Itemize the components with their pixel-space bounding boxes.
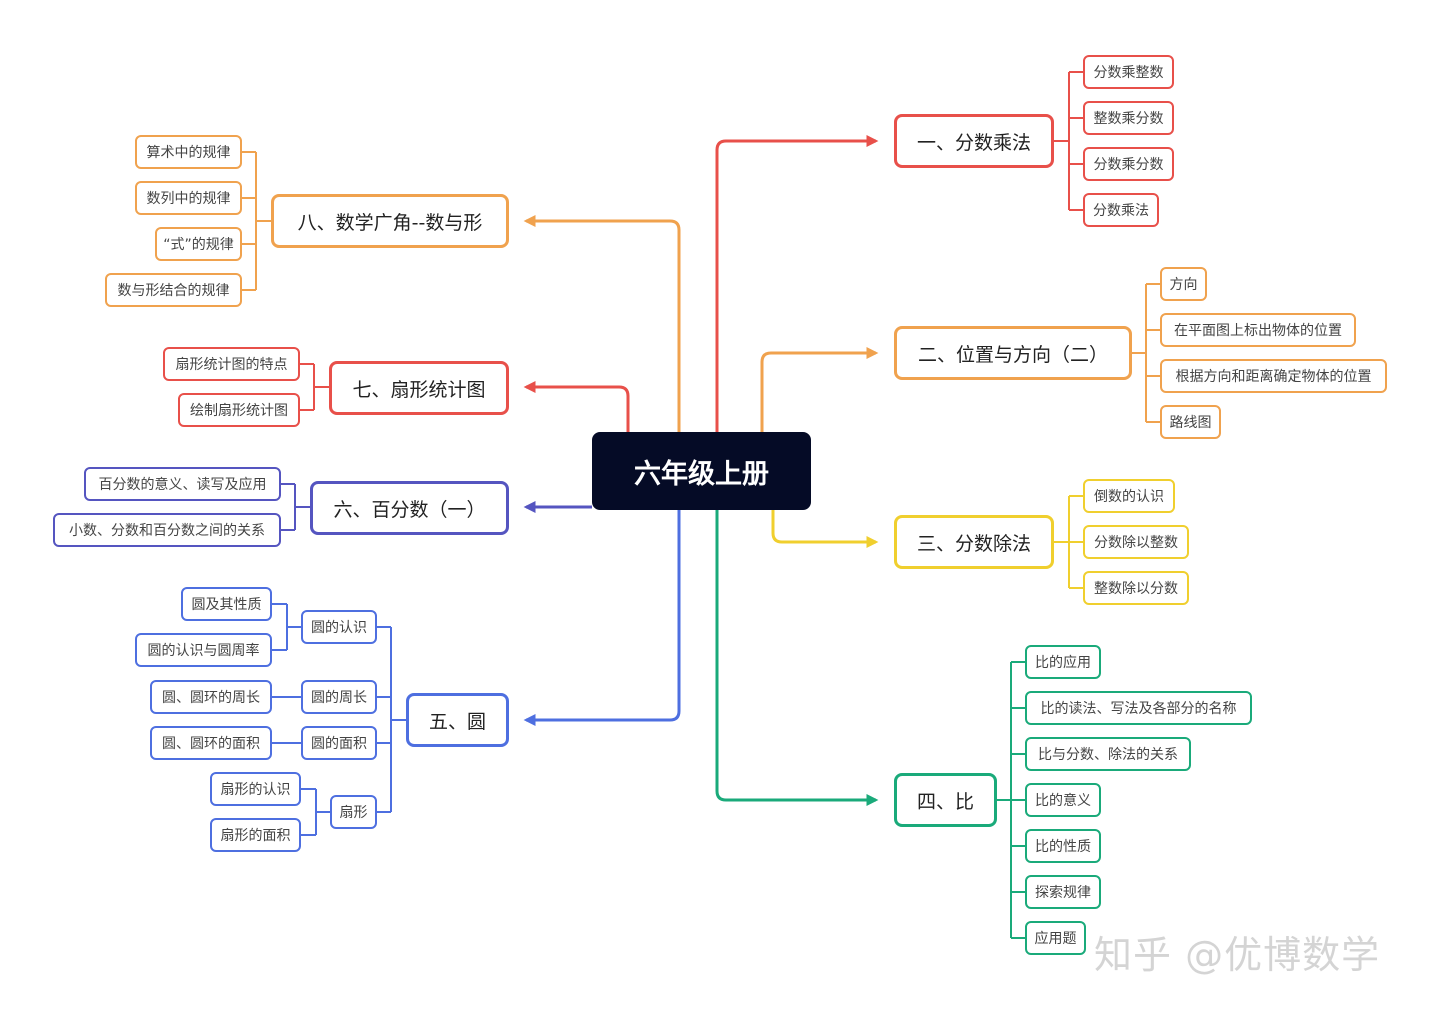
branch-5-node[interactable]: 五、圆 <box>406 693 509 747</box>
link-root-b4 <box>715 510 879 806</box>
branch-8-item-1[interactable]: 算术中的规律 <box>135 135 242 169</box>
branch-5-group-1[interactable]: 圆的认识 <box>301 610 377 644</box>
root-node[interactable]: 六年级上册 <box>592 432 811 510</box>
branch-6-item-2[interactable]: 小数、分数和百分数之间的关系 <box>53 513 281 547</box>
branch-1-node[interactable]: 一、分数乘法 <box>894 114 1054 168</box>
watermark: 知乎 @优博数学 <box>1094 933 1381 977</box>
branch-4-item-5[interactable]: 比的性质 <box>1025 829 1101 863</box>
branch-4-item-2[interactable]: 比的读法、写法及各部分的名称 <box>1025 691 1252 725</box>
branch-2-item-3[interactable]: 根据方向和距离确定物体的位置 <box>1160 359 1387 393</box>
branch-5-group-2-item-1[interactable]: 圆、圆环的周长 <box>150 680 272 714</box>
branch-6-item-1[interactable]: 百分数的意义、读写及应用 <box>84 467 281 501</box>
branch-1-item-4[interactable]: 分数乘法 <box>1083 193 1159 227</box>
branch-5-group-1-item-2[interactable]: 圆的认识与圆周率 <box>135 633 272 667</box>
branch-8-item-2[interactable]: 数列中的规律 <box>135 181 242 215</box>
branch-4-node[interactable]: 四、比 <box>894 773 997 827</box>
branch-3-item-3[interactable]: 整数除以分数 <box>1083 571 1189 605</box>
branch-4-item-1[interactable]: 比的应用 <box>1025 645 1101 679</box>
link-root-b2 <box>760 347 879 432</box>
branch-8-item-4[interactable]: 数与形结合的规律 <box>105 273 242 307</box>
branch-1-item-2[interactable]: 整数乘分数 <box>1083 101 1174 135</box>
branch-2-item-4[interactable]: 路线图 <box>1160 405 1221 439</box>
branch-5-group-1-item-1[interactable]: 圆及其性质 <box>181 587 272 621</box>
branch-5-group-4[interactable]: 扇形 <box>330 795 377 829</box>
branch-3-item-2[interactable]: 分数除以整数 <box>1083 525 1189 559</box>
link-root-b5 <box>523 510 681 726</box>
link-root-b3 <box>771 510 879 548</box>
link-root-b7 <box>523 381 630 432</box>
branch-1-item-1[interactable]: 分数乘整数 <box>1083 55 1174 89</box>
link-root-b1 <box>715 135 879 432</box>
branch-4-item-4[interactable]: 比的意义 <box>1025 783 1101 817</box>
branch-7-item-1[interactable]: 扇形统计图的特点 <box>163 347 300 381</box>
branch-2-item-2[interactable]: 在平面图上标出物体的位置 <box>1160 313 1356 347</box>
branch-5-group-2[interactable]: 圆的周长 <box>301 680 377 714</box>
branch-2-node[interactable]: 二、位置与方向（二） <box>894 326 1132 380</box>
branch-6-node[interactable]: 六、百分数（一） <box>310 481 509 535</box>
branch-5-group-3[interactable]: 圆的面积 <box>301 726 377 760</box>
branch-7-node[interactable]: 七、扇形统计图 <box>329 361 509 415</box>
branch-7-item-2[interactable]: 绘制扇形统计图 <box>178 393 300 427</box>
branch-3-node[interactable]: 三、分数除法 <box>894 515 1054 569</box>
branch-5-group-3-item-1[interactable]: 圆、圆环的面积 <box>150 726 272 760</box>
branch-5-group-4-item-2[interactable]: 扇形的面积 <box>210 818 301 852</box>
branch-2-item-1[interactable]: 方向 <box>1160 267 1207 301</box>
branch-3-item-1[interactable]: 倒数的认识 <box>1083 479 1175 513</box>
branch-1-item-3[interactable]: 分数乘分数 <box>1083 147 1174 181</box>
branch-8-node[interactable]: 八、数学广角--数与形 <box>271 194 509 248</box>
branch-5-group-4-item-1[interactable]: 扇形的认识 <box>210 772 301 806</box>
branch-4-item-3[interactable]: 比与分数、除法的关系 <box>1025 737 1191 771</box>
link-root-b8 <box>523 215 681 432</box>
branch-4-item-6[interactable]: 探索规律 <box>1025 875 1101 909</box>
branch-8-item-3[interactable]: “式”的规律 <box>155 227 242 261</box>
branch-4-item-7[interactable]: 应用题 <box>1025 921 1086 955</box>
